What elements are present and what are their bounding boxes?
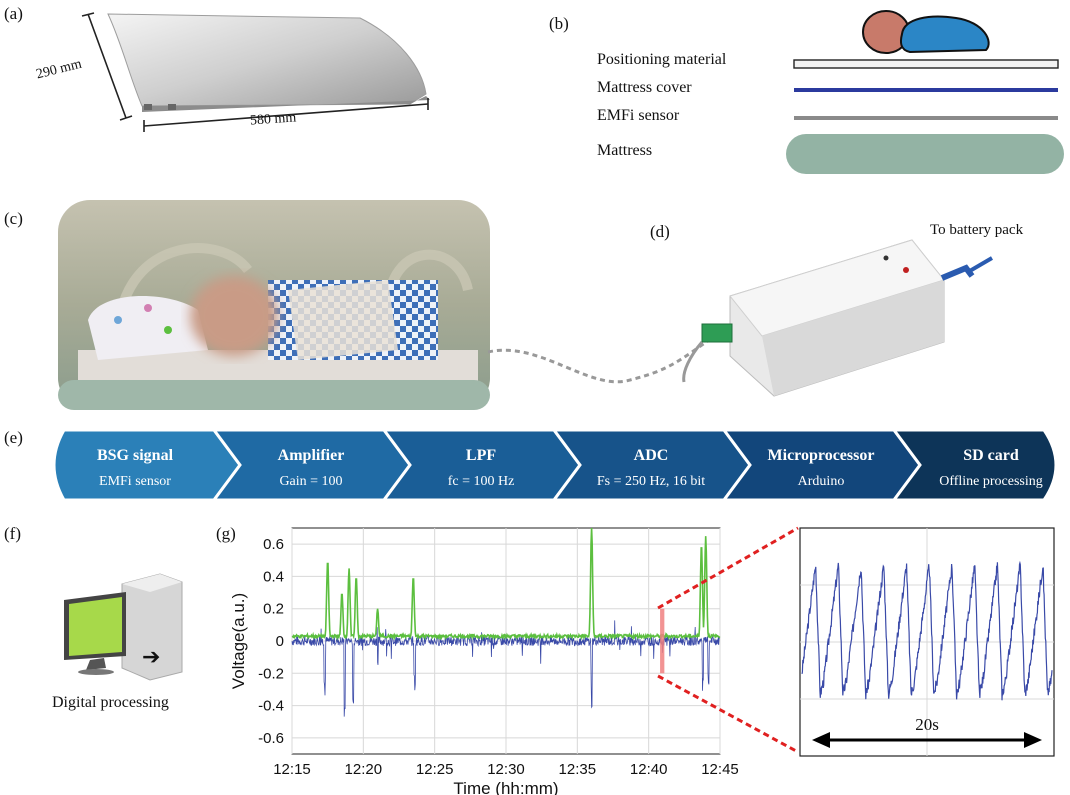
pipeline-stage-4 <box>721 428 922 502</box>
power-switch-icon <box>883 255 889 261</box>
terminal-connector-icon <box>701 323 733 343</box>
y-tick-label: -0.4 <box>258 698 284 715</box>
pipeline-stage-subtitle-2: fc = 100 Hz <box>448 474 515 489</box>
pipeline-stage-subtitle-4: Arduino <box>798 474 845 489</box>
battery-pack-label: To battery pack <box>930 222 1024 238</box>
y-tick-label: -0.6 <box>258 730 284 747</box>
mattress-layer <box>786 134 1064 174</box>
x-axis-label: Time (hh:mm) <box>453 779 558 795</box>
panel-label-b: (b) <box>549 14 569 33</box>
pipeline-stage-title-3: ADC <box>634 447 669 464</box>
pipeline-stage-subtitle-0: EMFi sensor <box>99 474 171 489</box>
digital-processing-label: Digital processing <box>52 694 169 711</box>
series-line-green <box>291 527 721 641</box>
zoom-connector <box>657 526 799 754</box>
panel-label-g: (g) <box>216 524 236 543</box>
x-tick-label: 12:25 <box>416 761 454 778</box>
pipeline-stage-5 <box>891 428 1058 502</box>
panel-label-d: (d) <box>650 222 670 241</box>
pipeline-stage-1 <box>211 428 412 502</box>
pipeline-stage-subtitle-5: Offline processing <box>939 474 1043 489</box>
led-indicator-icon <box>903 267 909 273</box>
pipeline-stage-title-5: SD card <box>963 447 1019 464</box>
y-tick-label: -0.2 <box>258 665 284 682</box>
time-window-label: 20s <box>915 715 939 734</box>
panel-label-a: (a) <box>4 4 23 23</box>
infant-body-shape <box>900 15 990 54</box>
pipeline-stage-title-4: Microprocessor <box>768 447 875 464</box>
pipeline-stage-2 <box>381 428 582 502</box>
arrowhead-left-icon <box>812 732 830 748</box>
y-tick-label: 0.2 <box>263 601 284 618</box>
panel-label-f: (f) <box>4 524 21 543</box>
layer-label-mattress: Mattress <box>597 142 653 159</box>
x-tick-label: 12:20 <box>345 761 383 778</box>
panel-label-e: (e) <box>4 428 23 447</box>
datalogger-device <box>682 239 994 397</box>
zoom-series-line <box>801 560 1053 701</box>
arrowhead-right-icon <box>1024 732 1042 748</box>
y-tick-label: 0 <box>276 633 284 650</box>
pipeline-stage-subtitle-3: Fs = 250 Hz, 16 bit <box>597 474 705 489</box>
x-tick-label: 12:15 <box>273 761 311 778</box>
pipeline-stage-0 <box>52 428 242 502</box>
pipeline-stage-title-1: Amplifier <box>278 447 345 464</box>
layer-label-positioning: Positioning material <box>597 51 727 68</box>
x-tick-label: 12:45 <box>701 761 739 778</box>
zoom-highlight <box>660 608 665 674</box>
y-tick-label: 0.6 <box>263 536 284 553</box>
layer-label-emfi: EMFi sensor <box>597 107 680 124</box>
pipeline-stage-title-0: BSG signal <box>97 447 174 464</box>
emfi-sensor-layer <box>794 116 1058 120</box>
emfi-sensor-sheet-illustration <box>81 12 430 132</box>
bsg-voltage-chart: 12:15 12:20 12:25 12:30 12:35 12:40 12:45 0.6 0.… <box>229 527 739 795</box>
layer-label-cover: Mattress cover <box>597 79 692 96</box>
panel-label-c: (c) <box>4 209 23 228</box>
computer-icon <box>64 573 183 681</box>
series-line-blue <box>291 620 720 717</box>
arrow-right-icon: ➔ <box>142 644 161 669</box>
y-axis-label: Voltage(a.u.) <box>229 593 248 689</box>
incubator-photo <box>58 200 490 410</box>
y-tick-label: 0.4 <box>263 568 284 585</box>
x-tick-label: 12:40 <box>630 761 668 778</box>
sensor-width-label: 580 mm <box>249 110 297 129</box>
pipeline-stage-3 <box>551 428 752 502</box>
x-tick-label: 12:35 <box>559 761 597 778</box>
mattress-layers-diagram <box>786 10 1064 174</box>
pipeline-stage-subtitle-1: Gain = 100 <box>279 474 342 489</box>
bsg-zoom-chart: 20s <box>799 527 1055 757</box>
mattress-cover-layer <box>794 88 1058 92</box>
x-tick-label: 12:30 <box>487 761 525 778</box>
positioning-material-layer <box>793 59 1059 69</box>
pipeline-stage-title-2: LPF <box>466 447 496 464</box>
